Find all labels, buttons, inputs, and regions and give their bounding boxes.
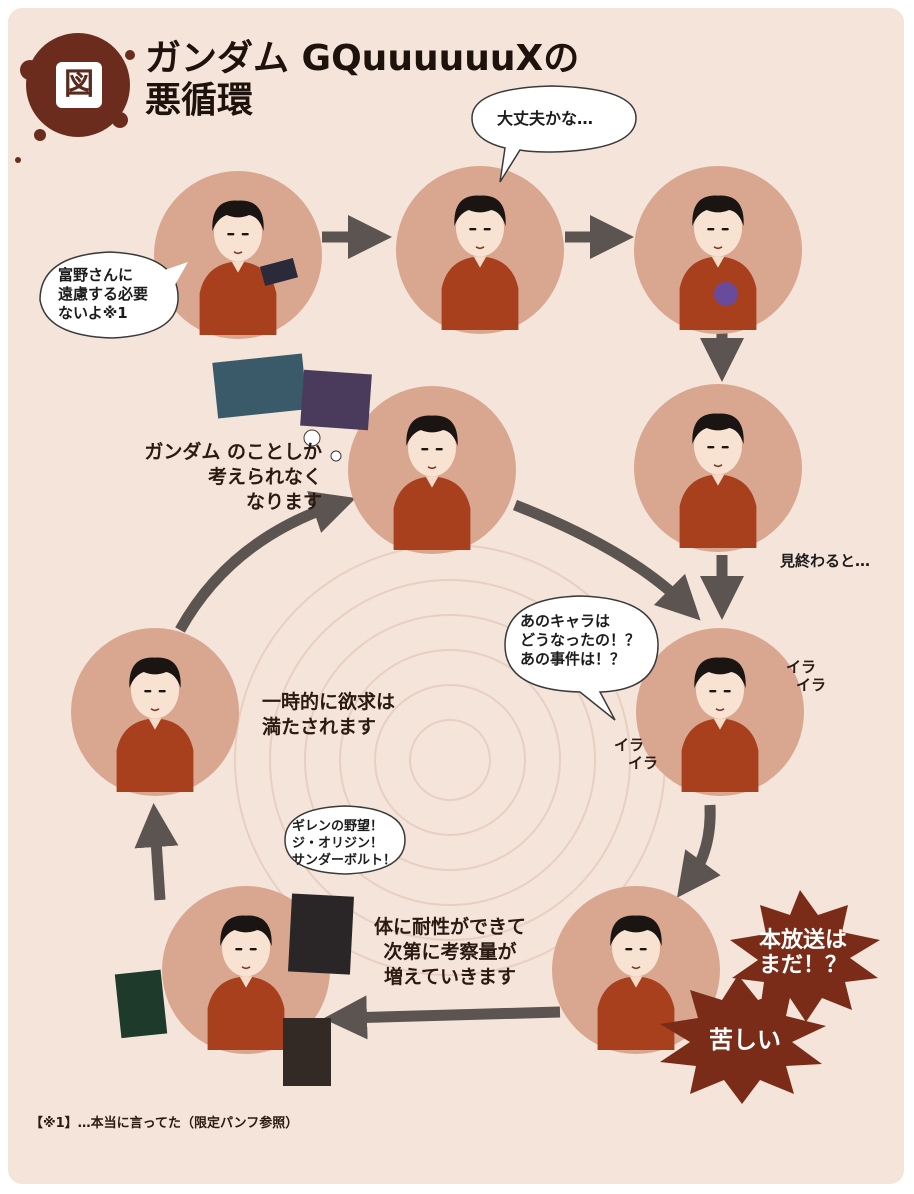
footnote: 【※1】…本当に言ってた（限定パンフ参照） xyxy=(30,1116,299,1131)
frustrated-bubble-text: あのキャラは どうなったの！？ あの事件は！？ xyxy=(520,612,640,669)
other-works-bubble-text: ギレンの野望！ ジ・オリジン！ サンダーボルト！ xyxy=(292,818,396,869)
irritation-sfx-right: イラ イラ xyxy=(786,658,826,694)
satisfied-caption: 一時的に欲求は 満たされます xyxy=(262,690,395,740)
after-watching-caption: 見終わると… xyxy=(780,552,871,570)
irritation-sfx-left: イラ イラ xyxy=(614,736,658,772)
satisfied-line: 一時的に欲求は xyxy=(262,691,396,713)
title-line1: ガンダム GQuuuuuuXの xyxy=(145,38,580,79)
tomino-bubble-line: 遠慮する必要 xyxy=(58,285,149,303)
other-works-line: ジ・オリジン！ xyxy=(292,836,384,851)
frustrated-bubble-line: どうなったの！？ xyxy=(520,631,641,649)
burst-line: 本放送は xyxy=(758,928,847,953)
tomino-bubble-line: ないよ※1 xyxy=(58,304,128,322)
gundam-only-line: なります xyxy=(245,491,322,513)
satisfied-line: 満たされます xyxy=(262,716,377,738)
frustrated-bubble-line: あのキャラは xyxy=(520,612,611,630)
frustrated-bubble-line: あの事件は！？ xyxy=(520,650,626,668)
tolerance-line: 体に耐性ができて xyxy=(373,916,526,938)
not-aired-burst-text: 本放送は まだ！？ xyxy=(750,928,856,978)
badge-char: 図 xyxy=(56,62,102,108)
gundam-only-line: ガンダム のことしか xyxy=(144,441,322,463)
anime-thumbnails xyxy=(114,353,372,1086)
tolerance-line: 次第に考察量が xyxy=(383,941,517,963)
other-works-line: ギレンの野望！ xyxy=(292,819,384,834)
small-props xyxy=(259,257,738,306)
tolerance-caption: 体に耐性ができて 次第に考察量が 増えていきます xyxy=(350,915,550,990)
painful-burst-text: 苦しい xyxy=(709,1026,781,1054)
sfx-line: イラ xyxy=(786,658,817,676)
worry-bubble-text: 大丈夫かな… xyxy=(497,109,594,128)
sfx-line: イラ xyxy=(614,736,645,754)
title-line2: 悪循環 xyxy=(145,80,254,121)
gundam-only-caption: ガンダム のことしか 考えられなく なります xyxy=(122,440,322,515)
page-title: ガンダム GQuuuuuuXの 悪循環 xyxy=(145,38,579,122)
tomino-bubble-text: 富野さんに 遠慮する必要 ないよ※1 xyxy=(58,266,148,323)
other-works-line: サンダーボルト！ xyxy=(292,853,397,868)
cycle-arrows xyxy=(134,215,744,1040)
tolerance-line: 増えていきます xyxy=(383,966,517,988)
gundam-only-line: 考えられなく xyxy=(207,466,322,488)
speech-bubbles xyxy=(39,85,659,875)
thought-dots xyxy=(303,429,342,462)
sfx-line: イラ xyxy=(796,676,827,694)
sfx-line: イラ xyxy=(628,754,659,772)
burst-shapes xyxy=(660,890,880,1104)
tomino-bubble-line: 富野さんに xyxy=(58,266,134,284)
burst-line: まだ！？ xyxy=(758,953,847,978)
